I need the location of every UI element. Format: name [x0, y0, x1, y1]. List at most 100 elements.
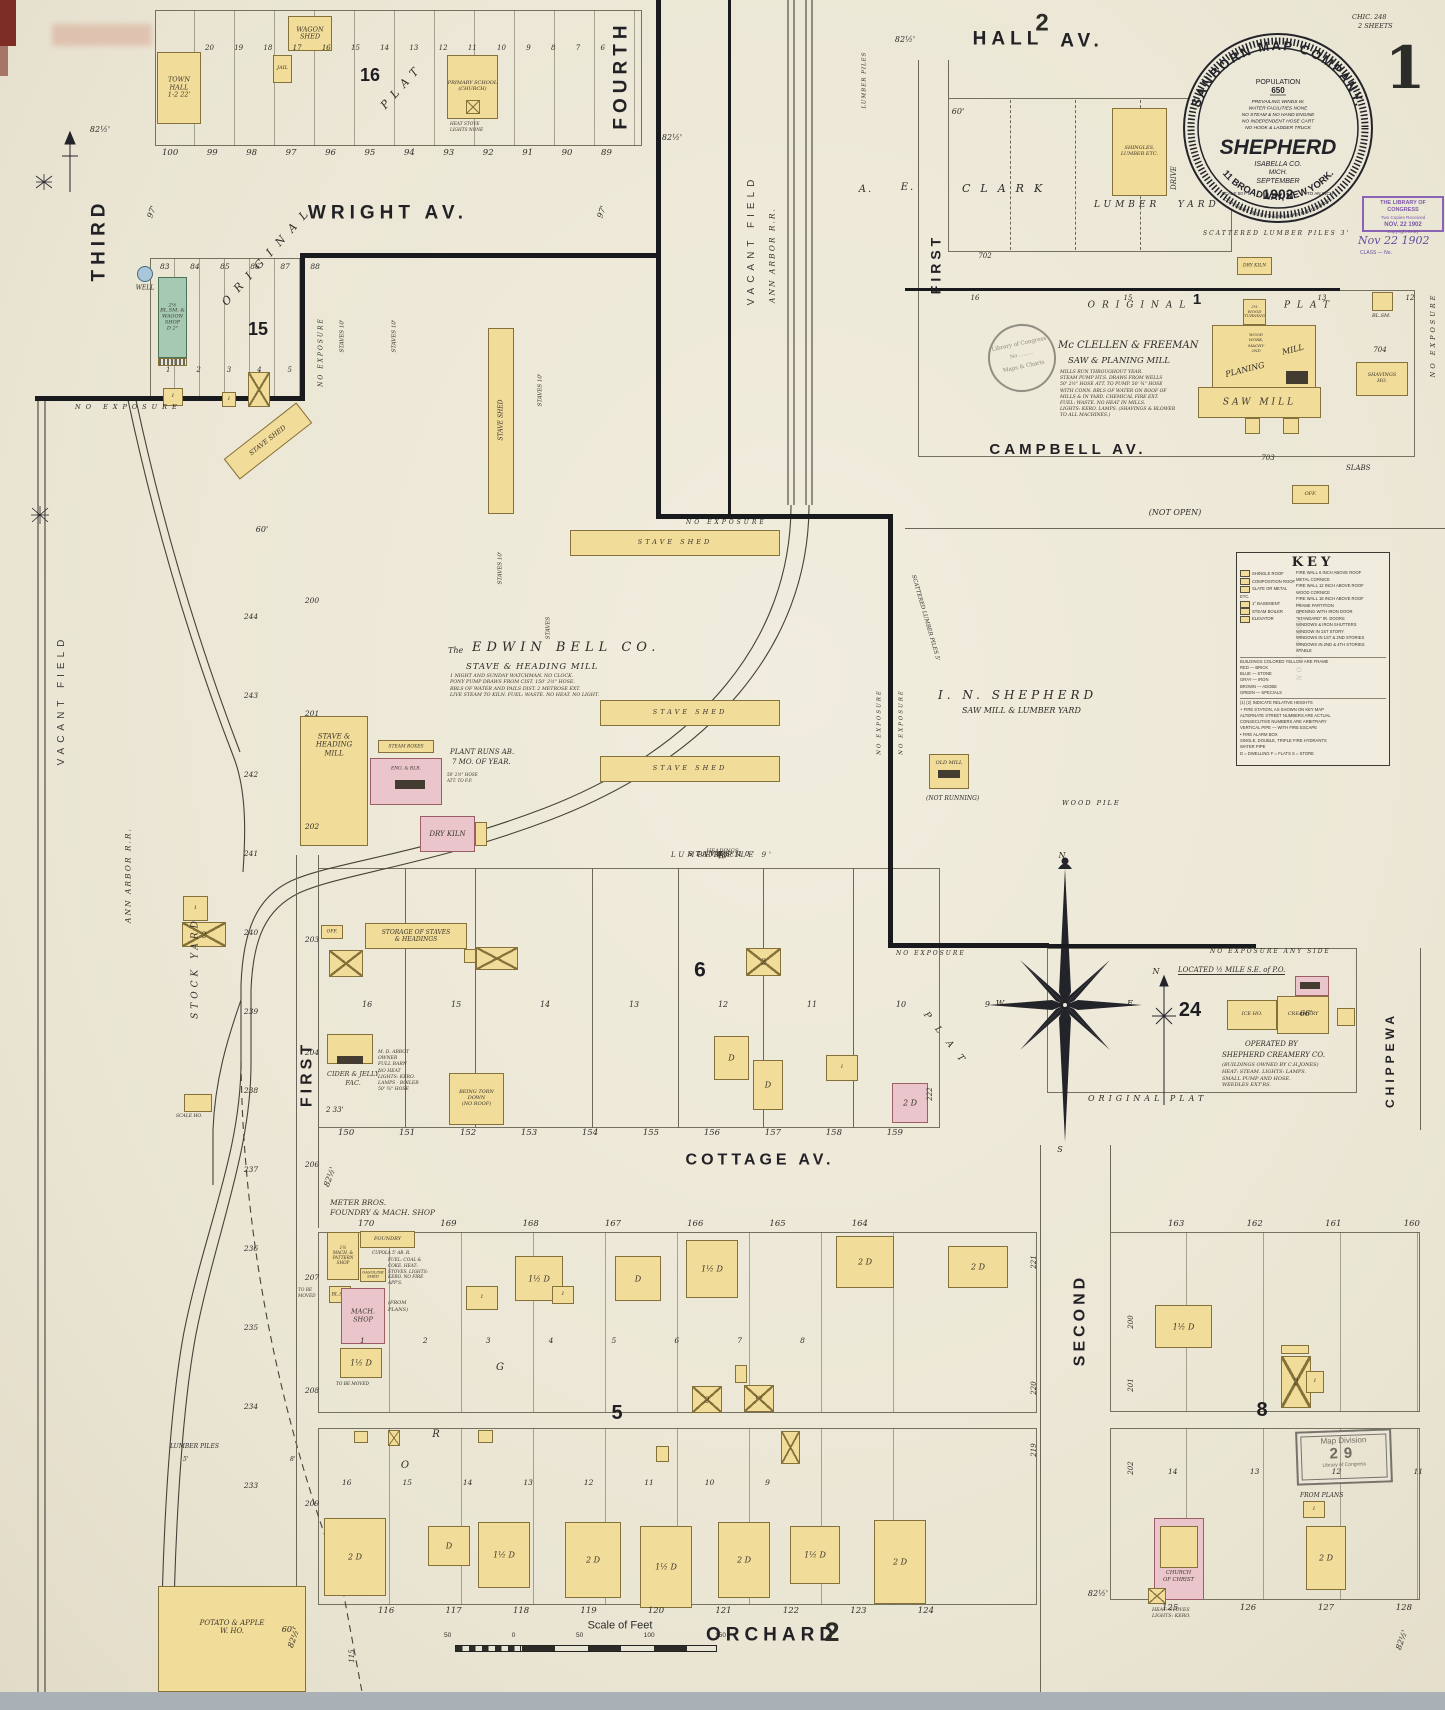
street-number: 234 — [243, 1402, 259, 1411]
lot-number: 19 — [234, 44, 244, 52]
lumber-piles-height: 8' — [290, 1456, 296, 1463]
orchard-block-number: 2 — [824, 1616, 840, 1647]
note-line: MILLS RUN THROUGHOUT YEAR. — [1060, 370, 1143, 375]
plant-runs-note: PLANT RUNS AB. — [450, 748, 515, 756]
lot-number: 87 — [280, 262, 290, 271]
lot-number: 9 — [765, 1478, 770, 1487]
lot-number: 11 — [644, 1478, 654, 1487]
boundary-line — [1046, 944, 1256, 948]
building-label: WOOD — [1247, 308, 1262, 314]
note-line: (BUILDINGS OWNED BY C.H.JONES) — [1222, 1062, 1319, 1068]
faded-stamp-smudge — [52, 24, 152, 46]
lot-number: 7 — [575, 44, 581, 52]
lot-number: 98 — [246, 148, 258, 158]
lot-number: 124 — [917, 1606, 934, 1616]
lot-number: 16 — [321, 44, 331, 52]
vacant-field-label: VACANT FIELD — [56, 634, 67, 766]
building-dwelling: D — [428, 1526, 470, 1566]
lot-number: 14 — [1168, 1467, 1178, 1476]
key-sample: SHINGLE ROOF — [1240, 570, 1296, 578]
lot-number: 117 — [445, 1606, 462, 1616]
building-foundry: FOUNDRY — [360, 1231, 415, 1248]
boundary-line — [300, 255, 305, 401]
key-line: GREEN — SPECIALS — [1240, 689, 1282, 695]
lot-number: 12 — [1331, 1467, 1342, 1476]
street-number: 221 — [1029, 1255, 1038, 1269]
wood-pile-label: WOOD PILE — [1062, 799, 1121, 807]
building-barn: 2 — [692, 1386, 722, 1413]
street-label-hall-av: AV. — [1060, 30, 1104, 52]
second-street-line — [1040, 1145, 1041, 1692]
clark-owner-name: CLARK — [962, 182, 1053, 195]
mcclellen-sub-label: SAW & PLANING MILL — [1068, 356, 1170, 366]
key-line: WINDOWS IN 1ST & 2ND STORIES — [1296, 635, 1365, 640]
shepherd-owner-label: I. N. SHEPHERD — [938, 688, 1098, 702]
scattered-lumber-note: SCATTERED LUMBER PILES 3' — [1203, 230, 1351, 237]
building-steam-boxes: STEAM BOXES — [378, 740, 434, 753]
lot-number: 11 — [1413, 1467, 1423, 1476]
lot-number: 4 — [257, 366, 262, 374]
map-division-stamp: Map Division 29 Library of Congress — [1295, 1428, 1393, 1486]
lot-number: 83 — [160, 262, 170, 271]
key-line: RED — BRICK — [1240, 664, 1269, 670]
key-sample: 1° BASEMENT — [1240, 600, 1296, 608]
note-line: TO ALL MACHINES.) — [1060, 413, 1111, 419]
lot-number: 13 — [523, 1478, 533, 1487]
building-barn — [329, 950, 363, 977]
building-label: SHAVINGS — [1367, 372, 1397, 379]
binding-edge-mark — [0, 0, 16, 46]
boundary-line — [300, 253, 660, 258]
lot-number: 13 — [1249, 1467, 1260, 1476]
block-number-6: 6 — [694, 958, 706, 982]
building-label: TURNING — [1244, 313, 1265, 319]
well-icon — [137, 266, 153, 282]
building-dwelling: 1½ D — [478, 1522, 530, 1588]
lot-number: 16 — [342, 1478, 352, 1487]
key-line: (1) (2) INDICATE RELATIVE HEIGHTS — [1240, 700, 1313, 706]
engine-boiler-block — [1286, 371, 1308, 384]
compass-w-label: W — [995, 999, 1005, 1009]
lot-number: 162 — [1246, 1219, 1263, 1229]
lot-number-row: 14 13 12 11 — [1168, 1467, 1423, 1476]
boiler-block — [938, 770, 960, 778]
building-label: SHOP — [336, 1259, 350, 1265]
no-exposure-label: NO EXPOSURE — [1429, 292, 1438, 378]
creamery-operated-label: OPERATED BY — [1245, 1040, 1298, 1048]
building-shed-hatched — [158, 358, 187, 366]
lot-number: 156 — [703, 1128, 721, 1138]
key-line: BUILDINGS COLORED YELLOW ARE FRAME — [1240, 658, 1329, 664]
edwin-bell-title: EDWIN BELL CO. — [472, 640, 661, 655]
lot-line — [853, 868, 854, 1128]
building-dwelling: 2 D — [836, 1236, 894, 1288]
note-line: APP'S. — [388, 1281, 403, 1287]
creamery-note: (BUILDINGS OWNED BY C.H.JONES)HEAT: STEA… — [1222, 1062, 1319, 1089]
building-label: 2ND — [1251, 348, 1261, 354]
building-small: 1 — [222, 392, 236, 407]
building-scale-house — [184, 1094, 212, 1112]
building-dwelling: D — [714, 1036, 749, 1080]
building-dwelling: 2 D — [324, 1518, 386, 1596]
building-dwelling: 2 D — [1306, 1526, 1346, 1590]
boundary-line — [905, 288, 1340, 291]
building-barn — [476, 947, 518, 970]
lot-number: 14 — [380, 44, 390, 52]
building-label: WORK, — [1248, 337, 1264, 343]
lot-number: 12 — [438, 44, 448, 52]
cupola-note: CUPOLA 5' AB. R. — [372, 1250, 411, 1255]
lot-number: 88 — [310, 262, 320, 271]
key-line: WOOD CORNICE — [1296, 589, 1330, 595]
building-dry-kiln: DRY KILN — [1237, 257, 1272, 275]
note-line: HEAT: STOVES — [1152, 1608, 1190, 1613]
scale-tick: 100 — [643, 1632, 655, 1639]
lot-number: 20 — [205, 44, 214, 52]
lot-number: 127 — [1317, 1603, 1335, 1613]
building-label: MACHY — [1248, 342, 1265, 348]
building-label: HO. — [1377, 378, 1387, 384]
lot-number: 157 — [764, 1128, 782, 1138]
first-street-line — [918, 60, 919, 290]
